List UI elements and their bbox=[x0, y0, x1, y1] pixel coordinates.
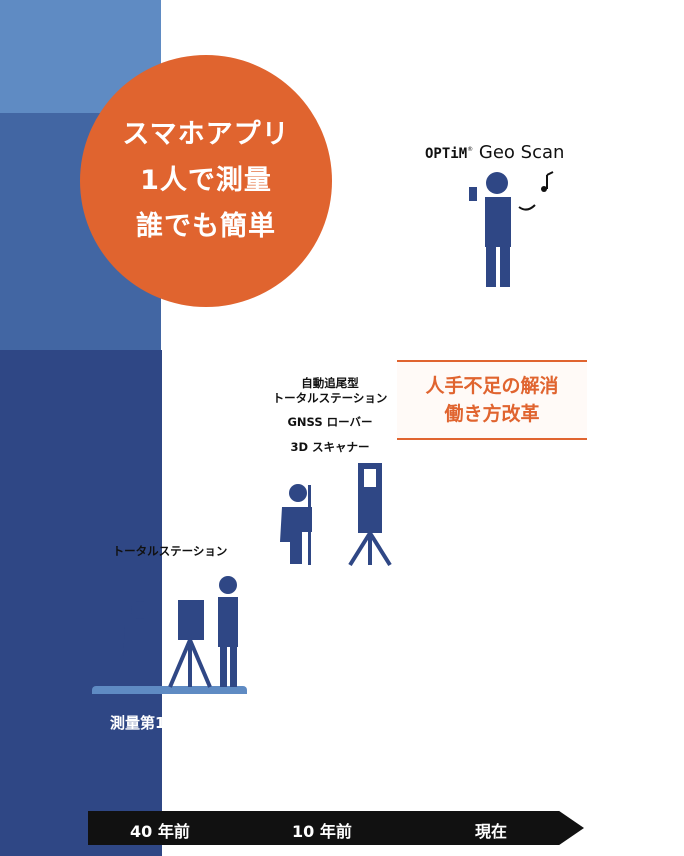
callout-line: 働き方改革 bbox=[444, 403, 540, 425]
gen2-equipment-autotracking: 自動追尾型 トータルステーション bbox=[255, 376, 405, 406]
gen2-equipment-scanner: 3D スキャナー bbox=[290, 440, 370, 454]
smartphone-user-icon bbox=[469, 171, 554, 287]
brand-name: OPTiM bbox=[425, 146, 468, 162]
product-name: Geo Scan bbox=[478, 142, 565, 163]
headline-line: スマホアプリ bbox=[122, 119, 290, 150]
surveyor-gen2-icon bbox=[280, 463, 392, 567]
generation-3-label: 測量第3世代 bbox=[432, 303, 518, 321]
gen1-equipment: トータルステーション bbox=[112, 544, 228, 558]
surveyor-team-gen1-icon bbox=[123, 576, 238, 688]
callout-line: 人手不足の解消 bbox=[425, 375, 559, 397]
timeline-label: 現在 bbox=[475, 822, 508, 841]
brand-logo: OPTiM® Geo Scan bbox=[425, 142, 565, 163]
generation-2-label: 測量第2世代 bbox=[272, 592, 358, 610]
timeline-arrow bbox=[88, 811, 584, 845]
headline-circle: スマホアプリ 1人で測量 誰でも簡単 bbox=[80, 55, 332, 307]
timeline-label: 10 年前 bbox=[292, 822, 352, 841]
equipment-line: 自動追尾型 bbox=[301, 376, 359, 390]
headline-line: 誰でも簡単 bbox=[136, 211, 276, 242]
timeline-label: 40 年前 bbox=[130, 822, 190, 841]
gen2-equipment-gnss: GNSS ローバー bbox=[287, 415, 373, 429]
equipment-line: トータルステーション bbox=[272, 391, 388, 405]
generation-1-label: 測量第1世代 bbox=[110, 714, 196, 732]
headline-line: 1人で測量 bbox=[140, 165, 272, 196]
callout-box: 人手不足の解消 働き方改革 bbox=[397, 360, 587, 440]
